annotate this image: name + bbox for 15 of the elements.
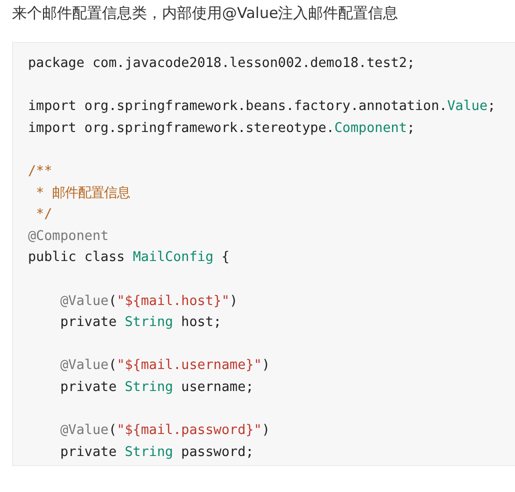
code-line: private String username; [59, 379, 254, 397]
code-line: @Value("${mail.host}") [59, 292, 238, 311]
code-line: /** [28, 163, 52, 181]
code-line: import org.springframework.beans.factory.annotation.Value; [28, 98, 496, 116]
code-line: private String host; [59, 314, 222, 332]
code-line: package com.javacode2018.lesson002.demo18.test2; [28, 55, 415, 73]
heading: 来个邮件配置信息类，内部使用@Value注入邮件配置信息 [12, 4, 398, 23]
code-line: private String password; [59, 444, 254, 462]
code-line: public class MailConfig { [28, 249, 230, 268]
code-line: * 邮件配置信息 [35, 184, 130, 203]
code-line: import org.springframework.stereotype.Component; [28, 120, 415, 138]
code-line: @Value("${mail.username}") [59, 357, 270, 376]
code-line: */ [35, 206, 52, 224]
code-line: @Value("${mail.password}") [59, 422, 270, 440]
code-line: @Component [28, 228, 109, 246]
